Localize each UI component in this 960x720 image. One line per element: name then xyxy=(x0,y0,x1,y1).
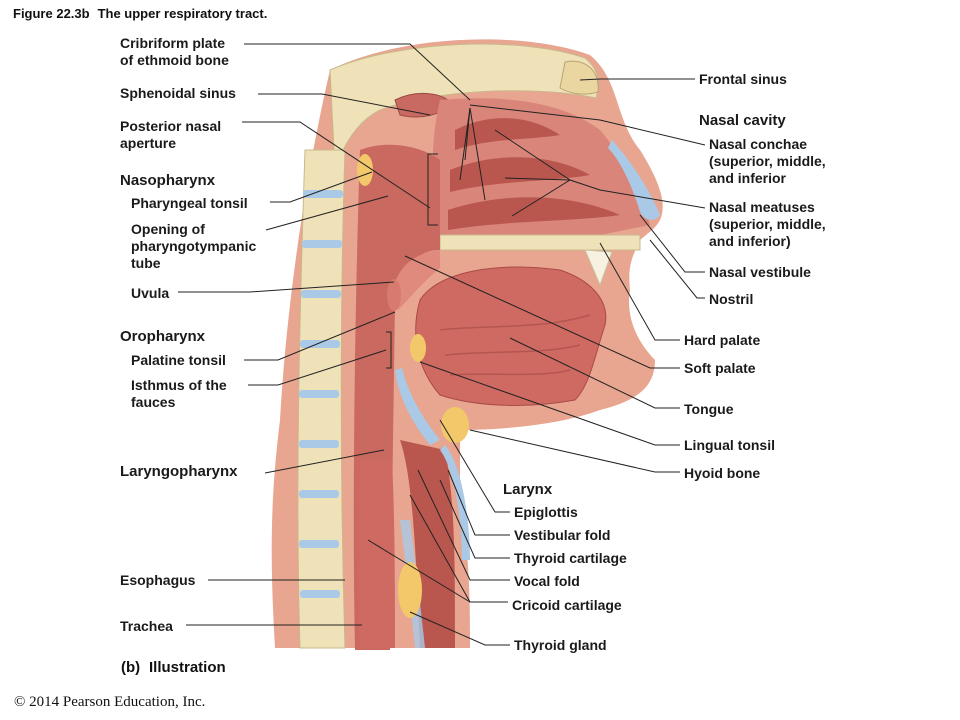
label-vestibular-fold: Vestibular fold xyxy=(514,527,610,544)
label-soft-palate: Soft palate xyxy=(684,360,756,377)
label-vocal-fold: Vocal fold xyxy=(514,573,580,590)
panel-name: Illustration xyxy=(149,659,226,676)
palatine-tonsil-shape xyxy=(410,334,426,362)
label-cricoid-cartilage: Cricoid cartilage xyxy=(512,597,622,614)
tongue-shape xyxy=(416,267,606,405)
uvula-shape xyxy=(387,279,401,311)
label-trachea: Trachea xyxy=(120,618,173,635)
label-esophagus: Esophagus xyxy=(120,572,195,589)
label-sphenoidal-sinus: Sphenoidal sinus xyxy=(120,85,236,102)
vertebral-column xyxy=(298,150,345,648)
label-hard-palate: Hard palate xyxy=(684,332,760,349)
label-nasal-vestibule: Nasal vestibule xyxy=(709,264,811,281)
label-thyroid-cartilage: Thyroid cartilage xyxy=(514,550,627,567)
label-epiglottis: Epiglottis xyxy=(514,504,578,521)
leader-nostril xyxy=(650,240,705,298)
label-tongue: Tongue xyxy=(684,401,734,418)
panel-letter: (b) xyxy=(121,659,140,676)
label-frontal-sinus: Frontal sinus xyxy=(699,71,787,88)
label-nostril: Nostril xyxy=(709,291,753,308)
label-nasopharynx: Nasopharynx xyxy=(120,172,215,189)
label-nasal-meatuses: Nasal meatuses (superior, middle, and in… xyxy=(709,199,826,250)
lingual-tonsil-shape xyxy=(441,407,469,443)
hard-palate-bone xyxy=(440,235,640,250)
label-lingual-tonsil: Lingual tonsil xyxy=(684,437,775,454)
label-cribriform-plate: Cribriform plate of ethmoid bone xyxy=(120,35,229,69)
label-hyoid-bone: Hyoid bone xyxy=(684,465,760,482)
label-nasal-conchae: Nasal conchae (superior, middle, and inf… xyxy=(709,136,826,187)
label-pharyngotympanic-tube: Opening of pharyngotympanic tube xyxy=(131,221,256,272)
label-thyroid-gland: Thyroid gland xyxy=(514,637,607,654)
esophagus-shape xyxy=(359,460,396,648)
label-isthmus-of-fauces: Isthmus of the fauces xyxy=(131,377,227,411)
label-uvula: Uvula xyxy=(131,285,169,302)
label-nasal-cavity: Nasal cavity xyxy=(699,112,786,129)
label-oropharynx: Oropharynx xyxy=(120,328,205,345)
label-posterior-nasal-aperture: Posterior nasal aperture xyxy=(120,118,221,152)
leader-hyoid xyxy=(470,430,680,472)
label-larynx: Larynx xyxy=(503,481,552,498)
label-laryngopharynx: Laryngopharynx xyxy=(120,463,238,480)
label-pharyngeal-tonsil: Pharyngeal tonsil xyxy=(131,195,248,212)
label-palatine-tonsil: Palatine tonsil xyxy=(131,352,226,369)
pharyngeal-tonsil-shape xyxy=(357,154,373,186)
copyright-notice: © 2014 Pearson Education, Inc. xyxy=(14,694,205,711)
